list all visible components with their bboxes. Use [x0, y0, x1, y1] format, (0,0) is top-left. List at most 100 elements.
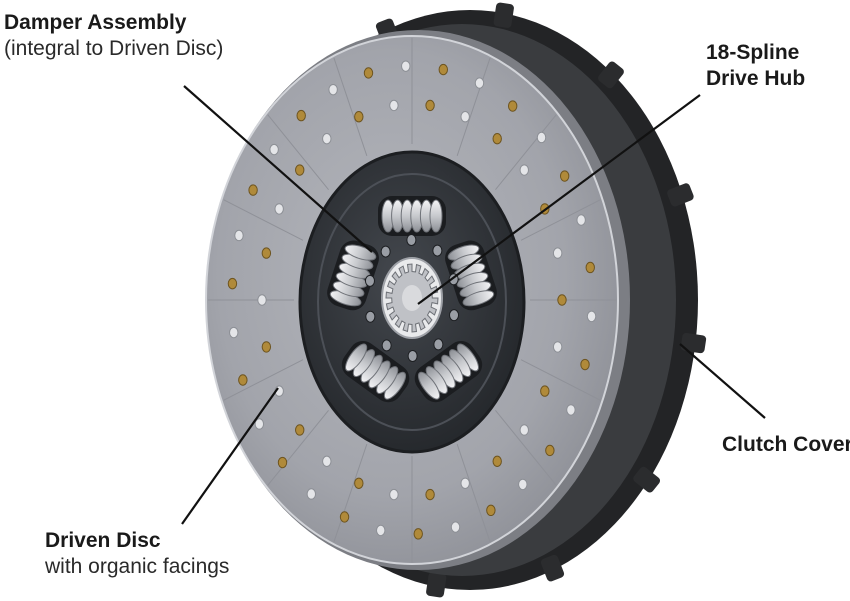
rivet — [295, 424, 305, 436]
hub-line2: Drive Hub — [706, 67, 806, 90]
rivet — [389, 99, 399, 112]
spring-coil — [344, 244, 377, 261]
rivet — [296, 109, 306, 122]
rivet — [536, 131, 547, 144]
spring-coil — [417, 371, 441, 400]
rivet — [227, 277, 238, 290]
leader-cover — [679, 343, 766, 419]
damper-spring — [378, 196, 446, 236]
rivet — [413, 528, 423, 540]
bolt-hole — [380, 245, 391, 258]
rivet — [248, 184, 258, 196]
disc-title: Driven Disc — [45, 529, 161, 552]
bolt-hole — [406, 234, 417, 247]
rivet — [306, 488, 317, 500]
bolt-hole — [364, 274, 375, 287]
rivet — [552, 341, 563, 353]
rivet — [363, 67, 374, 79]
rivet — [586, 310, 597, 323]
cover-lug — [493, 2, 514, 28]
rivet — [354, 477, 364, 489]
rivet — [425, 99, 435, 112]
hub-line1: 18-Spline — [706, 41, 800, 64]
rivet — [545, 444, 555, 457]
facing-segment-lines — [208, 38, 616, 562]
callout-clutch-cover: Clutch Cover — [722, 432, 850, 458]
segment-line — [267, 409, 329, 486]
rivet — [229, 326, 239, 339]
segment-line — [520, 359, 601, 401]
damper-subtitle: (integral to Driven Disc) — [4, 37, 224, 60]
rivet — [322, 455, 332, 468]
spring-coil — [462, 290, 495, 307]
rivet — [234, 229, 244, 242]
rivet — [254, 418, 265, 430]
segment-line — [495, 114, 557, 191]
rivet — [460, 477, 470, 489]
cover-title: Clutch Cover — [722, 433, 850, 456]
leader-lines — [181, 85, 766, 525]
leader-damper — [183, 85, 373, 253]
cover-lug — [667, 183, 694, 207]
bolt-hole — [381, 339, 392, 352]
cover-lug — [680, 332, 707, 354]
rivet — [277, 456, 288, 469]
segment-line — [333, 57, 368, 157]
segment-line — [333, 443, 368, 543]
spring-coil — [345, 343, 368, 372]
callout-driven-disc: Driven Disc with organic facings — [45, 528, 229, 580]
rivet — [486, 504, 496, 517]
segment-line — [456, 57, 491, 157]
damper-title: Damper Assembly — [4, 11, 187, 34]
rivet — [576, 214, 586, 226]
rivet — [492, 132, 502, 145]
bolt-hole — [433, 338, 444, 351]
facing-rivets — [227, 60, 597, 540]
rivet — [559, 170, 570, 182]
rivet — [261, 247, 272, 259]
damper-bolt-holes — [364, 234, 460, 362]
callout-drive-hub: 18-Spline Drive Hub — [706, 40, 805, 92]
rivet — [339, 511, 350, 523]
cover-lug — [426, 572, 447, 598]
rivet — [238, 374, 248, 386]
rivet — [274, 203, 284, 215]
disc-subtitle: with organic facings — [45, 555, 230, 578]
damper-springs — [327, 196, 497, 403]
damper-spring — [327, 240, 379, 311]
segment-line — [267, 114, 329, 191]
segment-line — [223, 199, 304, 241]
cover-lug — [598, 61, 624, 89]
rivet — [460, 111, 470, 123]
callout-damper-assembly: Damper Assembly (integral to Driven Disc… — [4, 10, 223, 62]
rivet — [557, 294, 567, 306]
rivet — [425, 488, 435, 501]
rivet — [540, 385, 550, 397]
rivet — [566, 404, 576, 416]
rivet — [401, 60, 411, 72]
rivet — [585, 261, 595, 274]
rivet — [438, 63, 448, 76]
rivet — [328, 83, 338, 96]
rivet — [322, 132, 332, 145]
bolt-hole — [449, 309, 460, 322]
damper-spring — [445, 240, 497, 311]
damper-spring — [414, 340, 483, 403]
rivet — [376, 524, 386, 537]
segment-line — [456, 443, 491, 543]
rivet — [269, 143, 279, 156]
driven-disc — [205, 30, 630, 570]
rivet — [580, 358, 590, 371]
rivet — [519, 164, 529, 176]
rivet — [389, 488, 399, 501]
rivet — [519, 424, 529, 436]
cover-lug — [540, 554, 565, 582]
segment-line — [223, 359, 304, 401]
leader-disc — [181, 387, 279, 525]
cover-lug — [633, 466, 661, 493]
bolt-hole — [365, 310, 376, 323]
rivet — [492, 455, 502, 468]
rivet — [261, 341, 272, 353]
rivet — [474, 77, 485, 89]
